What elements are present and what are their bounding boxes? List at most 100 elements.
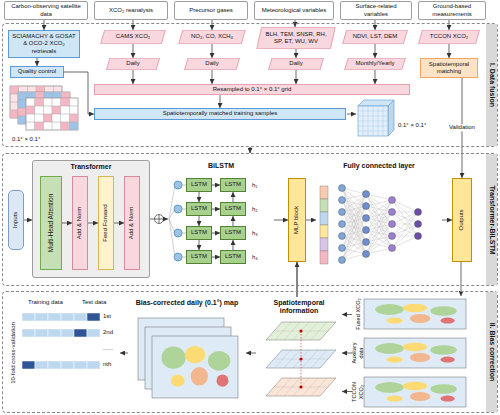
node-text: Daily [205,60,218,67]
fold-bar [48,361,61,369]
feature-bar [320,186,328,199]
node-text: Add & Norm [76,178,83,268]
node-text: LSTM [225,229,241,236]
grid-cell [52,122,61,130]
grid-cell [26,98,35,106]
time-link [301,331,302,387]
input-neuron [174,205,182,213]
map-region [403,343,427,351]
map-region [410,314,430,323]
connector-arrow [44,20,45,30]
dense-link [342,194,366,248]
dense-neuron [339,245,346,252]
dense-link [392,212,418,236]
parallelogram-outline [345,58,406,70]
node-text: Meteorological variables [262,7,327,14]
connector-arrow [212,44,213,58]
state-label: h₂ [252,206,258,213]
dense-link [342,254,366,260]
node-text: BLH, TEM, SNSR, RH, SP, ET, WU, WV [263,31,329,45]
group-title: BiLSTM [168,162,274,170]
connector-arrow [62,223,72,224]
connector-arrow [212,20,213,30]
node-text: Surface-related variables [344,3,408,17]
dense-link [342,206,366,260]
grid-image [26,98,78,130]
node-text: CAMS XCO₂ [116,33,150,40]
map-region [217,374,229,386]
connector-arrow [233,240,234,250]
grid-cell [26,122,35,130]
node-text: LSTM [191,229,207,236]
connector-arrow [150,219,168,220]
data-box: Daily [268,58,324,70]
dense-link [366,248,392,254]
state-label: h₃ [252,230,258,237]
dense-link [392,212,418,224]
parallelogram-outline [269,58,324,70]
fold-bar [87,329,100,337]
dense-link [366,200,392,230]
node-text: Ground-based measurements [422,3,482,17]
map-image [364,377,466,407]
node-text: LSTM [191,205,207,212]
process-band: Resampled to 0.1° × 0.1° grid [94,84,410,95]
block-fill [32,160,150,278]
source-header: Precursor gases [174,1,248,20]
parallelogram-outline [107,58,160,70]
group-title: Spatiotemporal information [256,299,342,316]
node-text: Monthly/Yearly [355,60,394,67]
dense-link [366,200,392,206]
connector-arrow [212,233,220,234]
fold-label: ...... [103,345,113,352]
node-text: TCCON XCO₂ [351,376,364,408]
dense-neuron [363,227,370,234]
grid-cell [35,122,44,130]
dense-link [392,200,418,236]
feature-bar [320,225,328,238]
cube-face [358,106,388,136]
grid-cell [69,122,78,130]
process-box: SCIAMACHY & GOSAT & OCO-2 XCO₂ retrieval… [8,30,80,58]
map-panel: Auxiliary data [352,335,470,371]
connector-arrow [212,257,220,258]
state-label: h₁ [252,182,257,189]
connector-arrow [133,70,134,84]
output-box: Outputs [452,178,472,262]
grid-cell [10,94,19,102]
dense-link [366,200,392,254]
connector-arrow [37,58,38,66]
input-neuron [174,229,182,237]
grid-cell [69,114,78,122]
fold-bar [74,313,87,321]
connector-arrow [88,223,98,224]
feature-bar [320,199,328,212]
dense-neuron [389,209,396,216]
info-group: Spatiotemporal information [256,297,342,409]
lstm-cell: LSTM [220,202,246,216]
parallelogram-outline [419,30,480,44]
lstm-cell: LSTM [220,250,246,264]
dense-neuron [389,221,396,228]
map-region [410,392,430,401]
map-region [386,318,402,324]
node-text: LSTM [191,253,207,260]
map-region [403,304,427,312]
connector-arrow [375,70,376,84]
data-box: Monthly/Yearly [344,58,406,70]
fold-label: 1st [103,313,111,320]
connector-arrow [133,20,134,30]
feature-bar [320,212,328,225]
node-text: Daily [126,60,139,67]
dense-link [366,200,392,242]
connector-arrow [449,44,450,58]
layer-box: Feed Forward [98,176,114,270]
group-title: Transformer [33,163,149,171]
dense-neuron [363,191,370,198]
dense-neuron [389,197,396,204]
node-text: LSTM [191,181,207,188]
dense-neuron [339,221,346,228]
grid-line [358,131,388,132]
fold-label: nth [103,361,111,368]
input-box: Inputs [8,190,24,250]
